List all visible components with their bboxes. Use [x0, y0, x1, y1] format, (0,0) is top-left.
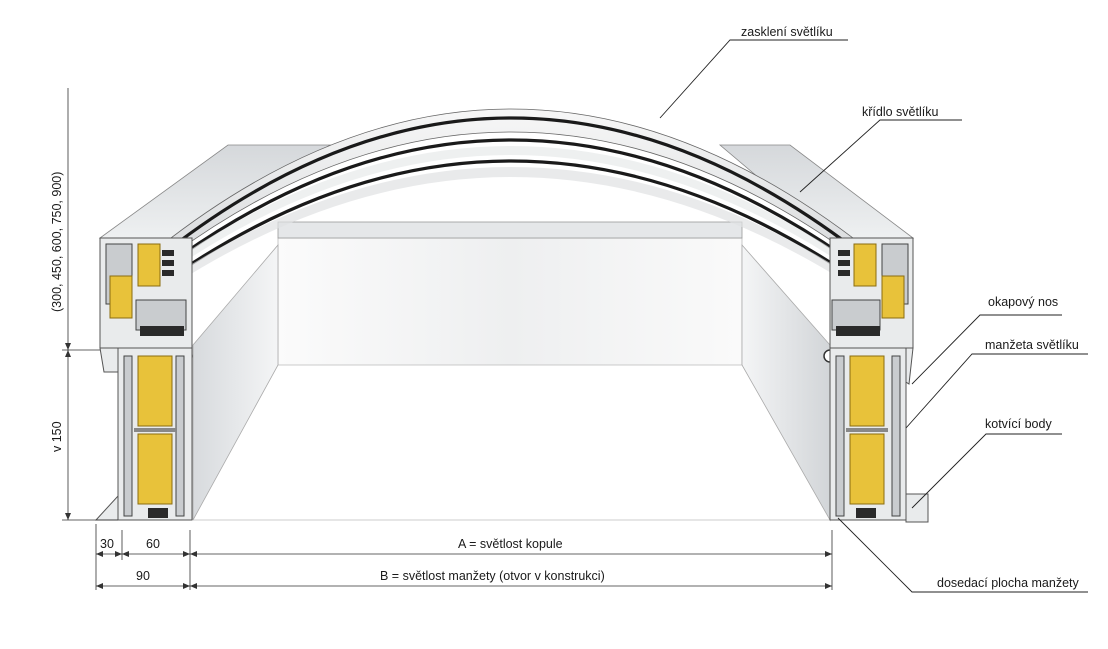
dim-30: 30: [100, 537, 114, 551]
dim-b-span: B = světlost manžety (otvor v konstrukci…: [380, 569, 605, 583]
left-sash-insulation-side: [109, 275, 133, 319]
dim-a-span: A = světlost kopule: [458, 537, 563, 551]
sash-height-label: (300, 450, 600, 750, 900): [50, 172, 64, 312]
left-profile: [94, 237, 193, 521]
label-anchor: kotvící body: [985, 417, 1052, 431]
leader-anchor: [911, 433, 1062, 509]
leader-collar: [905, 353, 1088, 429]
label-collar-seat: dosedací plocha manžety: [937, 576, 1080, 590]
right-profile: [823, 237, 929, 523]
dim-60: 60: [146, 537, 160, 551]
dome-layer-3: [175, 159, 849, 276]
label-collar: manžeta světlíku: [985, 338, 1079, 352]
right-collar-insulation-bottom: [849, 433, 885, 505]
left-collar-insulation-bottom: [137, 433, 173, 505]
left-anchor-flange: [94, 494, 119, 521]
callouts: zasklení světlíku křídlo světlíku okapov…: [659, 25, 1088, 593]
right-collar-insulation-top: [849, 355, 885, 427]
leader-drip-nose: [911, 314, 1062, 385]
leader-glazing: [659, 39, 848, 119]
dome-layer-1: [167, 116, 857, 252]
inner-opening: [192, 221, 831, 522]
left-collar-insulation-top: [137, 355, 173, 427]
left-inner-wall: [192, 243, 279, 521]
right-sash-insulation-side: [881, 275, 905, 319]
leader-collar-seat: [837, 517, 1088, 593]
label-sash: křídlo světlíku: [862, 105, 938, 119]
back-sash-rail: [277, 221, 743, 239]
right-inner-wall: [741, 243, 831, 522]
right-anchor-flange: [905, 493, 929, 523]
left-sash-insulation-top: [137, 243, 161, 287]
label-glazing: zasklení světlíku: [741, 25, 833, 39]
right-sash-insulation-top: [853, 243, 877, 287]
dome-glazing: [157, 108, 867, 282]
leader-sash: [799, 119, 962, 193]
sash-top-surfaces: [98, 144, 915, 239]
collar-height-label: v 150: [50, 421, 64, 452]
horizontal-dimensions: 30 60 90 A = světlost kopule B = světlos…: [95, 524, 833, 590]
label-drip-nose: okapový nos: [988, 295, 1058, 309]
dome-layer-2: [171, 138, 853, 264]
back-wall: [277, 237, 743, 366]
vertical-dimensions: (300, 450, 600, 750, 900) v 150: [50, 88, 118, 521]
dim-90: 90: [136, 569, 150, 583]
